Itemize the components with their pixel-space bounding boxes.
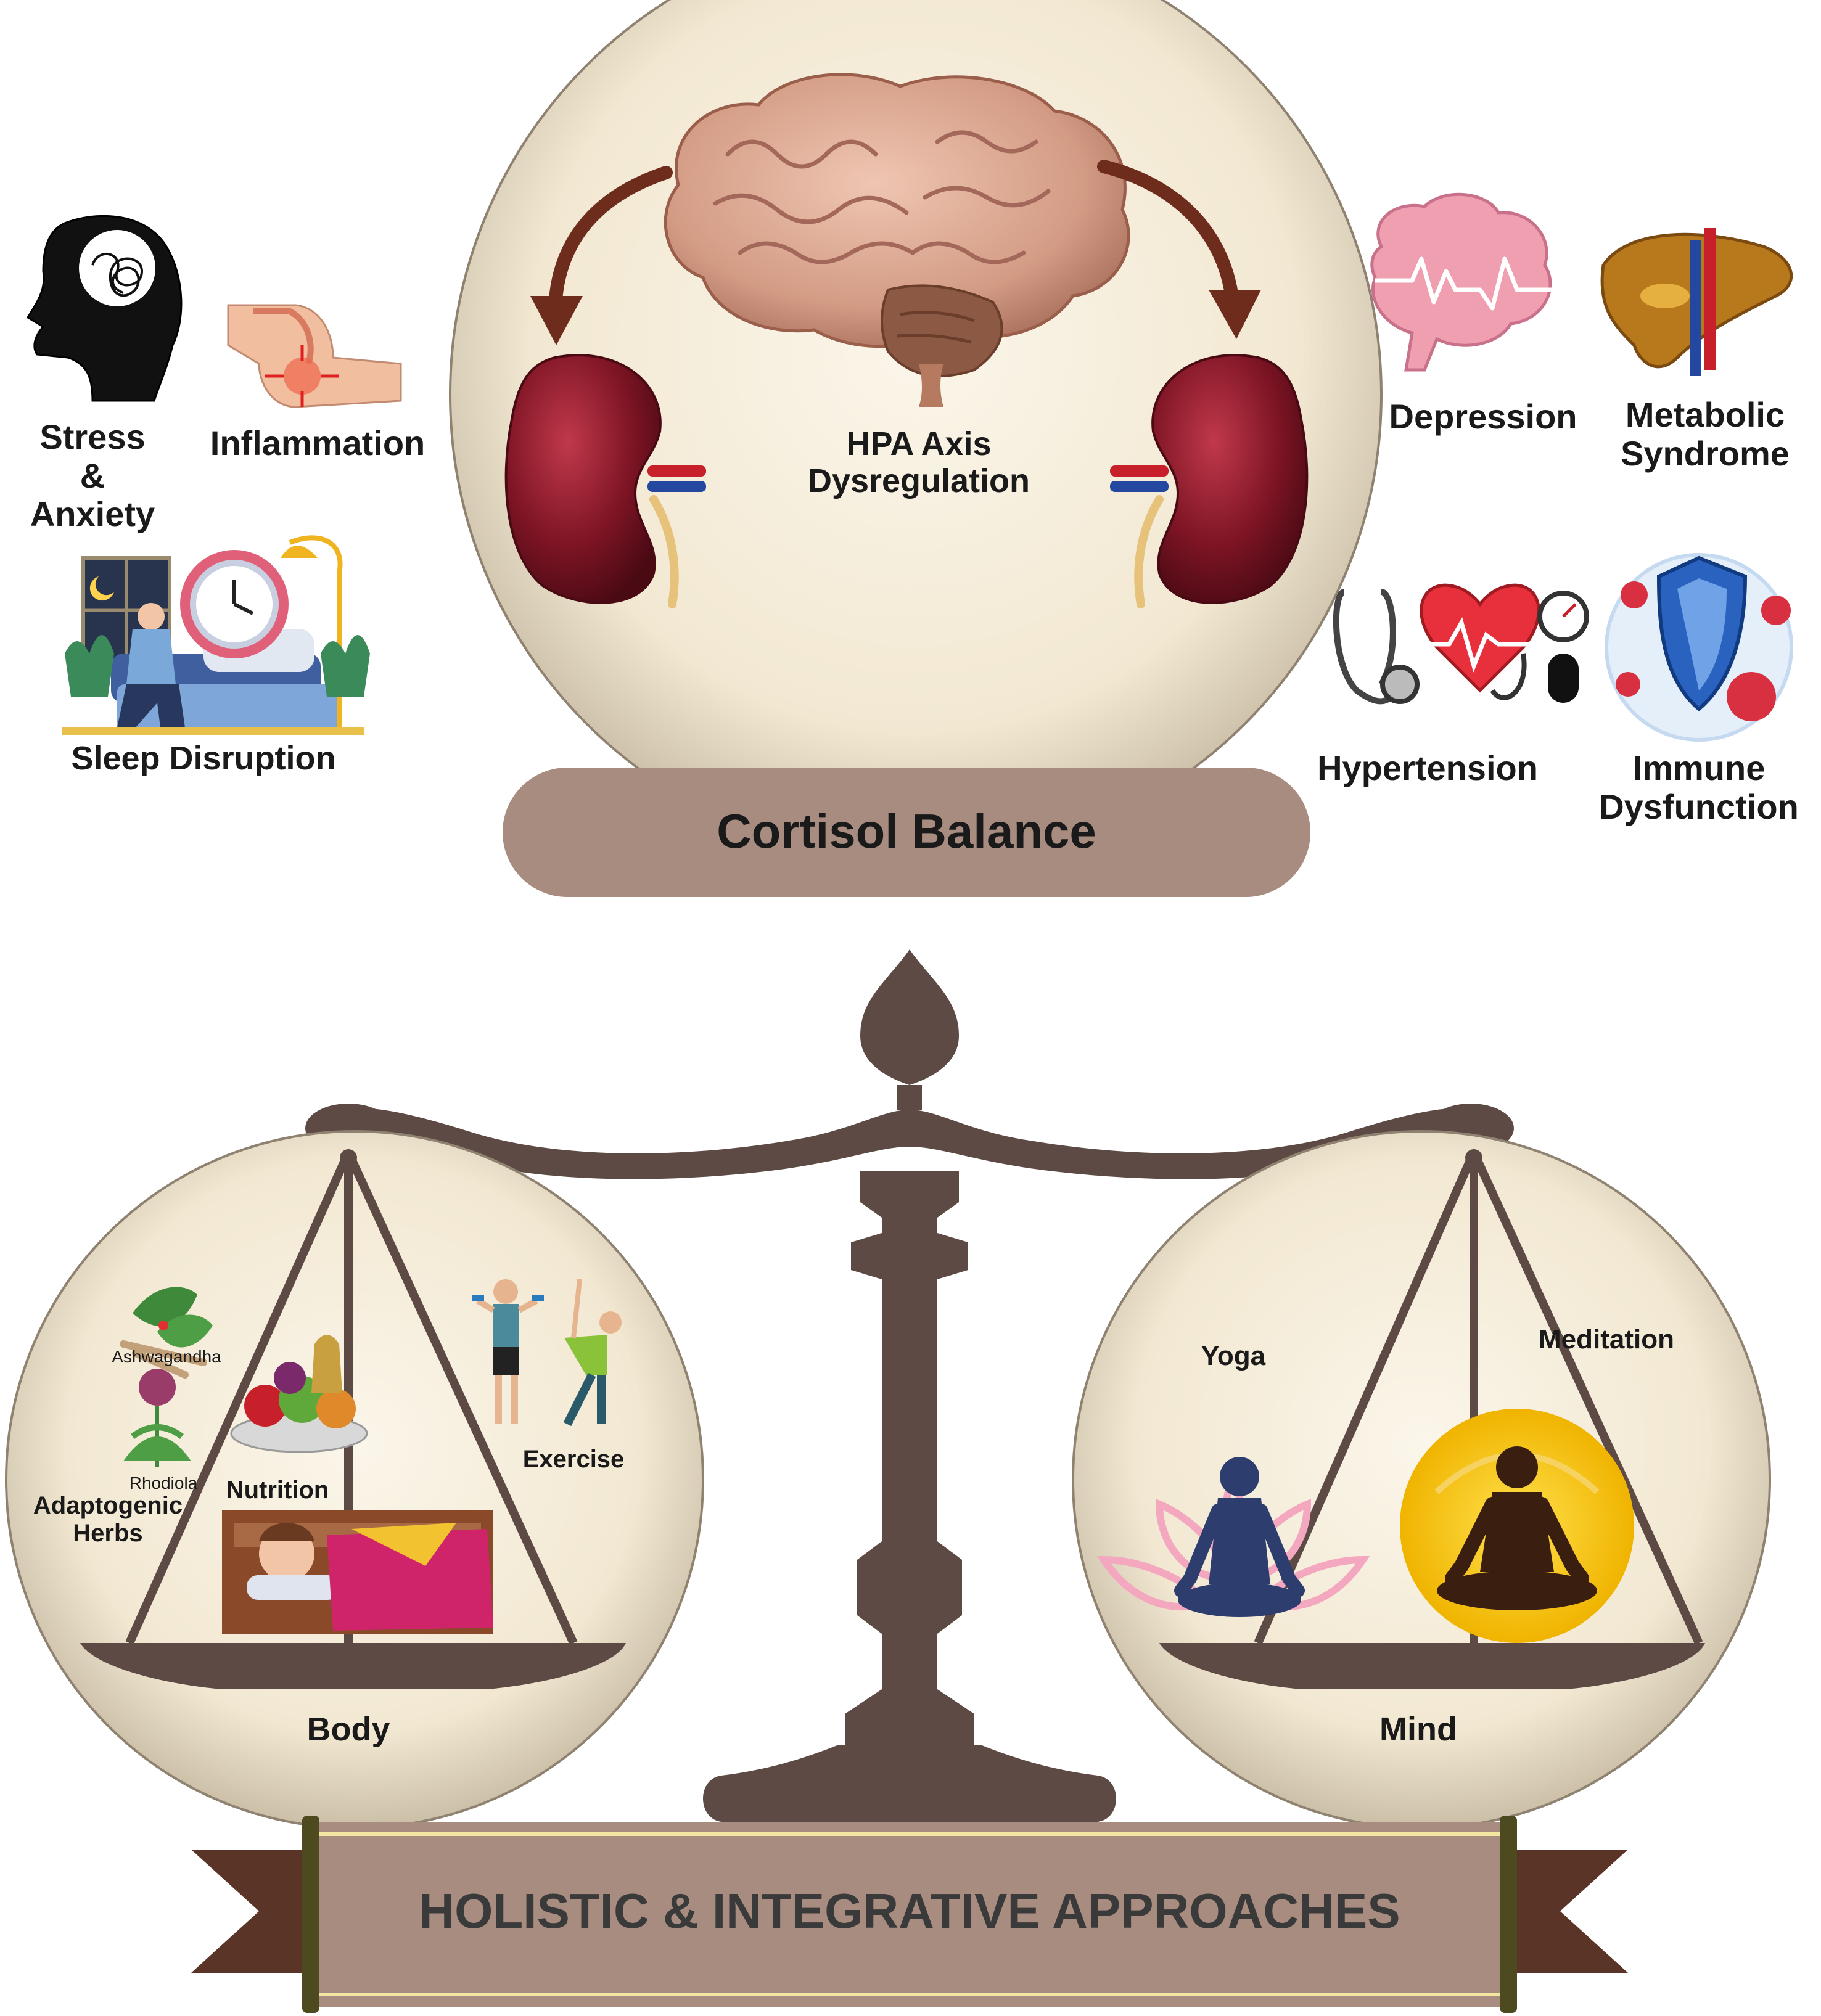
hypertension-icon [1333,583,1589,705]
exercise-people-icon [472,1279,622,1427]
immune-line2: Dysfunction [1599,787,1799,826]
immune-line1: Immune [1632,748,1766,787]
metabolic-line2: Syndrome [1621,433,1790,473]
hpa-label: HPA Axis Dysregulation [765,425,1073,500]
stress-head-icon [26,215,183,402]
cortisol-balance-title: Cortisol Balance [717,804,1096,858]
brain-icon [664,73,1130,407]
meditation-label: Meditation [1539,1324,1674,1354]
stress-label-line3: Anxiety [30,494,155,534]
rhodiola-label: Rhodiola [129,1473,198,1493]
body-pan-dish [80,1643,626,1689]
yoga-label: Yoga [1201,1341,1266,1371]
hypertension-label: Hypertension [1317,748,1538,787]
left-kidney-icon [504,354,706,608]
ashwagandha-label: Ashwagandha [112,1347,221,1366]
meditation-figure-icon [1437,1446,1597,1610]
exercise-label: Exercise [522,1446,625,1473]
depression-brain-icon [1370,192,1554,372]
adaptogenic-line1: Adaptogenic [33,1492,183,1519]
hpa-label-line1: HPA Axis [846,425,992,462]
nutrition-bowl-icon [230,1335,368,1453]
stress-label-line2: & [80,456,105,495]
right-kidney-icon [1110,354,1309,608]
stress-anxiety-label: Stress & Anxiety [12,417,173,534]
inflammation-icon [227,304,402,408]
depression-label: Depression [1389,397,1577,436]
cortisol-banner-shape [503,768,1310,897]
adaptogenic-herbs-label: Adaptogenic Herbs [25,1492,191,1547]
metabolic-line1: Metabolic [1625,395,1785,434]
yoga-figure-icon [1174,1457,1305,1617]
sleep-disruption-label: Sleep Disruption [71,740,336,777]
metabolic-syndrome-label: Metabolic Syndrome [1597,395,1813,473]
adaptogenic-line2: Herbs [73,1519,143,1547]
stress-label-line1: Stress [39,417,146,456]
liver-icon [1600,228,1793,376]
sleeping-child-icon [222,1510,493,1634]
mind-label: Mind [1379,1711,1457,1748]
rhodiola-icon [123,1369,191,1467]
footer-banner-title: HOLISTIC & INTEGRATIVE APPROACHES [419,1883,1400,1938]
footer-ribbon [191,1816,1628,2013]
immune-shield-icon [1605,553,1793,742]
sleep-disruption-icon [62,535,370,735]
inflammation-label: Inflammation [210,424,425,462]
nutrition-label: Nutrition [226,1477,329,1504]
immune-dysfunction-label: Immune Dysfunction [1585,748,1813,826]
arrow-left-icon [530,166,673,345]
ashwagandha-icon [120,1287,213,1379]
mind-pan-dish [1159,1643,1705,1689]
arrow-right-icon [1097,160,1261,339]
body-label: Body [306,1711,390,1748]
hpa-label-line2: Dysregulation [807,462,1030,500]
